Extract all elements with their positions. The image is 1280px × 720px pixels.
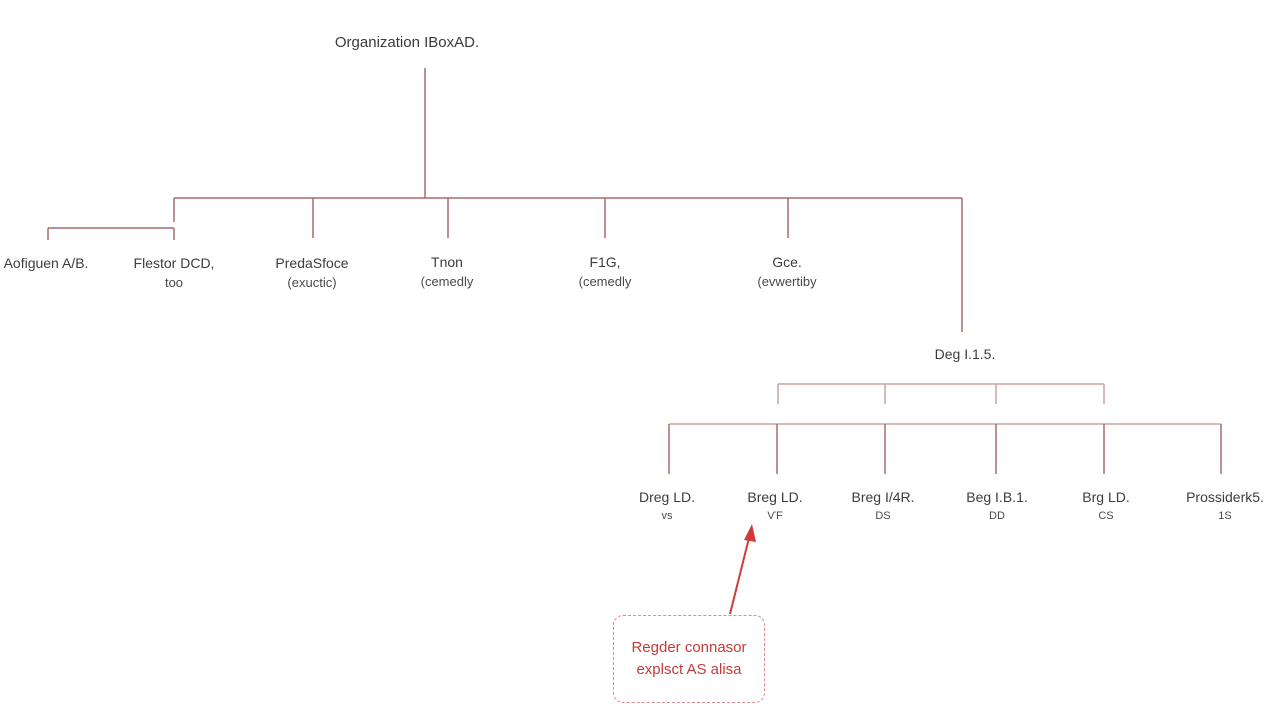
node-leaf-3[interactable]: Breg I/4R. DS bbox=[851, 488, 914, 526]
callout-arrow-head bbox=[744, 524, 756, 542]
node-top-2[interactable]: Flestor DCD, too bbox=[134, 254, 215, 292]
node-sublabel: (cemedly bbox=[420, 274, 474, 289]
node-sublabel: (evwertiby bbox=[757, 274, 817, 289]
node-label: Dreg LD. bbox=[638, 489, 696, 505]
node-label: Breg I/4R. bbox=[851, 489, 915, 505]
node-sublabel: 1S bbox=[1218, 510, 1232, 522]
node-label: Aofiguen A/B. bbox=[3, 255, 89, 271]
node-top-3[interactable]: PredaSfoce (exuctic) bbox=[275, 254, 348, 292]
node-top-6[interactable]: Gce. (evwertiby bbox=[757, 253, 816, 291]
node-label: Gce. bbox=[772, 254, 802, 270]
callout-line-1: Regder connasor bbox=[631, 639, 747, 656]
node-sublabel: vs bbox=[661, 510, 673, 522]
node-leaf-5[interactable]: Brg LD. CS bbox=[1082, 488, 1129, 526]
callout-arrow-line bbox=[729, 533, 751, 615]
node-sublabel: DD bbox=[989, 510, 1005, 522]
node-label: Breg LD. bbox=[747, 489, 803, 505]
node-sublabel: (cemedly bbox=[578, 274, 632, 289]
node-label: F1G, bbox=[589, 254, 621, 270]
node-label: Brg LD. bbox=[1082, 489, 1130, 505]
node-sublabel: DS bbox=[875, 510, 891, 522]
node-leaf-6[interactable]: Prossiderk5. 1S bbox=[1186, 488, 1264, 526]
annotation-callout: Regder connasor explsct AS alisa bbox=[613, 615, 765, 703]
node-sublabel: too bbox=[164, 275, 184, 290]
node-leaf-4[interactable]: Beg I.B.1. DD bbox=[966, 488, 1027, 526]
node-top-1[interactable]: Aofiguen A/B. bbox=[4, 254, 89, 273]
node-top-4[interactable]: Tnon (cemedly bbox=[421, 253, 474, 291]
root-node[interactable]: Organization IBoxAD. bbox=[324, 30, 490, 55]
node-leaf-2[interactable]: Breg LD. ѴF bbox=[747, 488, 802, 526]
node-label: Flestor DCD, bbox=[133, 255, 215, 271]
node-sub-manager[interactable]: Deg I.1.5. bbox=[935, 345, 996, 364]
node-label: Prossiderk5. bbox=[1186, 489, 1264, 505]
node-sublabel: CS bbox=[1098, 510, 1114, 522]
node-label: Beg I.B.1. bbox=[966, 489, 1028, 505]
callout-line-2: explsct AS alisa bbox=[636, 661, 742, 678]
node-sublabel: ѴF bbox=[767, 510, 783, 522]
node-label: Deg I.1.5. bbox=[934, 346, 996, 362]
node-top-5[interactable]: F1G, (cemedly bbox=[579, 253, 632, 291]
node-sublabel: (exuctic) bbox=[287, 275, 337, 290]
node-leaf-1[interactable]: Dreg LD. vs bbox=[639, 488, 695, 526]
node-label: PredaSfoce bbox=[275, 255, 349, 271]
node-label: Tnon bbox=[431, 254, 463, 270]
